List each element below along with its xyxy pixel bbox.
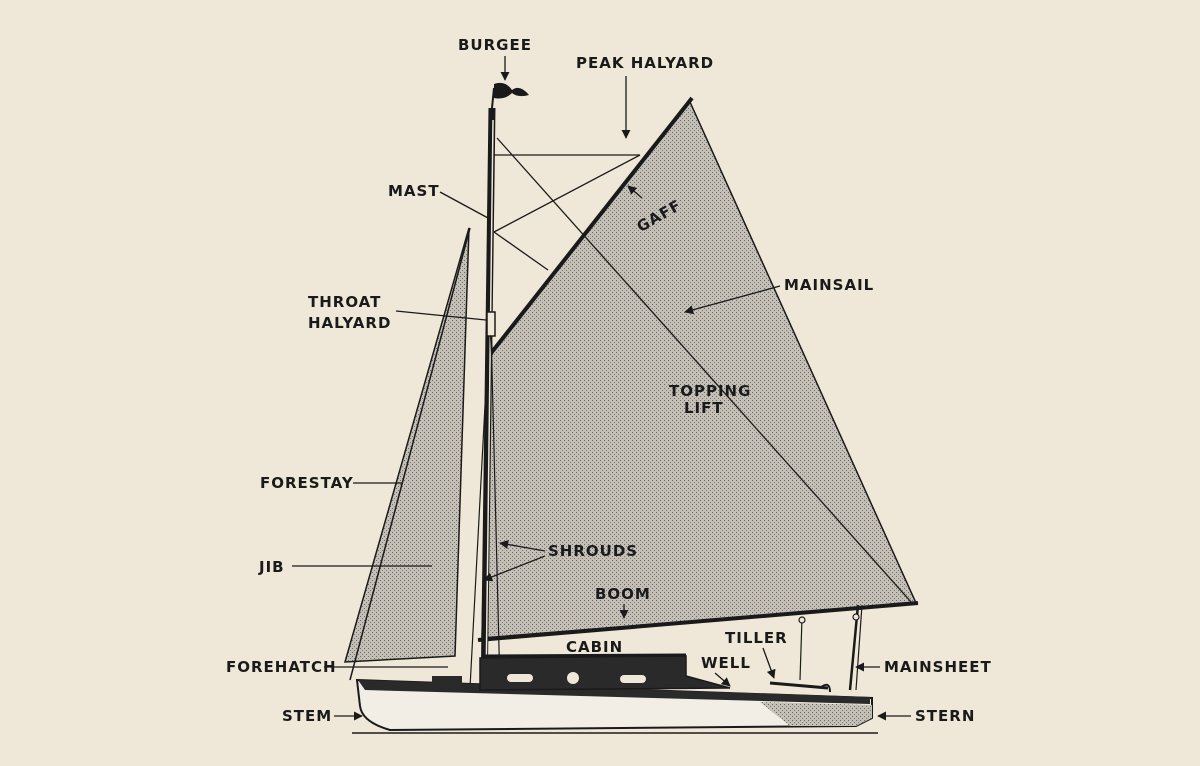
leader-tiller <box>762 647 776 679</box>
label-forestay: FORESTAY <box>260 474 354 492</box>
burgee-pole <box>491 87 495 109</box>
label-burgee: BURGEE <box>458 36 532 54</box>
peak-halyard-line-3 <box>493 231 549 271</box>
label-throat: THROAT <box>308 293 381 311</box>
label-peak-halyard: PEAK HALYARD <box>576 54 714 72</box>
label-shrouds: SHROUDS <box>548 542 638 560</box>
forestay-wire <box>349 227 471 681</box>
label-halyard: HALYARD <box>308 314 391 332</box>
peak-halyard-line-2 <box>493 154 641 233</box>
hull-shadow <box>760 702 872 726</box>
shroud-wire-2 <box>490 329 501 689</box>
label-boom: BOOM <box>595 585 651 603</box>
jib <box>343 227 470 663</box>
leader-shrouds-1 <box>499 539 546 552</box>
shroud-wire-1 <box>469 329 490 689</box>
tiller-head <box>819 683 831 693</box>
label-stem: STEM <box>282 707 332 725</box>
leader-throat-halyard <box>395 310 487 321</box>
label-lift: LIFT <box>684 399 724 417</box>
cabin-porthole-1 <box>507 674 533 682</box>
cabin-porthole-2 <box>567 672 579 684</box>
label-cabin: CABIN <box>566 638 623 656</box>
label-mainsail: MAINSAIL <box>784 276 874 294</box>
cabin-roof <box>481 653 687 658</box>
label-well: WELL <box>701 654 751 672</box>
mast-spar <box>480 107 496 701</box>
label-tiller: TILLER <box>725 629 788 647</box>
burgee-flag <box>494 82 529 99</box>
label-mast: MAST <box>388 182 440 200</box>
tiller-arm <box>769 681 829 690</box>
forehatch-cover <box>432 676 462 684</box>
label-forehatch: FOREHATCH <box>226 658 337 676</box>
boom-spar <box>477 601 919 642</box>
cabin-house <box>479 655 731 691</box>
mainsheet-line-2 <box>855 604 863 691</box>
label-stern: STERN <box>915 707 975 725</box>
label-jib: JIB <box>258 558 285 576</box>
label-topping: TOPPING <box>669 382 751 400</box>
topping-lift-line <box>496 137 913 604</box>
label-mainsheet: MAINSHEET <box>884 658 992 676</box>
leader-well <box>714 672 731 687</box>
leader-gaff <box>627 185 643 199</box>
mast-highlight <box>485 119 494 691</box>
cabin-porthole-3 <box>620 675 646 683</box>
throat-halyard-block <box>486 311 496 337</box>
tiller-block <box>798 616 806 624</box>
gaff-spar <box>486 96 694 359</box>
leader-mast <box>439 191 489 219</box>
leader-shrouds-2 <box>483 555 546 582</box>
leader-mainsail <box>684 285 781 315</box>
tiller-post <box>799 617 803 681</box>
mainsheet-block <box>852 613 860 621</box>
